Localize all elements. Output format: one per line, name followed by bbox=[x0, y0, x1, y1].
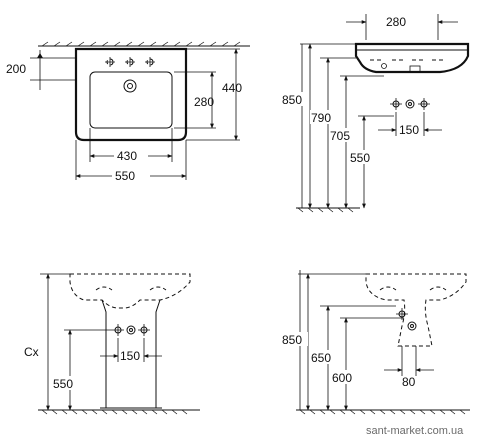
dim-front-height-label: Cx bbox=[24, 345, 39, 359]
dim-side-height-rim: 850 bbox=[282, 93, 302, 107]
dim-depth-inner: 280 bbox=[194, 95, 214, 109]
supply-fittings-front bbox=[112, 324, 150, 336]
supply-fittings-side-pedestal bbox=[396, 308, 417, 331]
tap-holes-top bbox=[105, 57, 155, 67]
side-view: 280 850 790 705 550 bbox=[282, 14, 470, 213]
front-pedestal-view: 150 Cx 550 bbox=[22, 273, 200, 415]
dim-front-height-drain: 550 bbox=[53, 377, 73, 391]
top-view: 200 440 280 430 550 bbox=[6, 41, 250, 183]
dim-front-tap-spacing: 150 bbox=[120, 349, 140, 363]
dim-sp-height-drain: 600 bbox=[332, 371, 352, 385]
dim-sp-tap-spacing: 80 bbox=[402, 375, 416, 389]
dim-side-height-drain: 550 bbox=[350, 151, 370, 165]
dim-sp-height-rim: 850 bbox=[282, 333, 302, 347]
dim-width-outer: 550 bbox=[115, 169, 135, 183]
dim-offset-back: 200 bbox=[6, 62, 26, 76]
side-pedestal-view: 850 650 600 80 bbox=[282, 270, 470, 415]
dim-side-height-waste: 705 bbox=[330, 129, 350, 143]
dim-side-depth: 280 bbox=[386, 15, 406, 29]
dim-sp-height-inner: 650 bbox=[311, 351, 331, 365]
dim-depth-total: 440 bbox=[222, 81, 242, 95]
supply-fittings-side bbox=[390, 98, 430, 110]
dim-side-height-inner: 790 bbox=[311, 111, 331, 125]
dim-width-inner: 430 bbox=[117, 149, 137, 163]
watermark-text: sant-market.com.ua bbox=[366, 425, 464, 437]
dim-side-tap-spacing: 150 bbox=[399, 123, 419, 137]
